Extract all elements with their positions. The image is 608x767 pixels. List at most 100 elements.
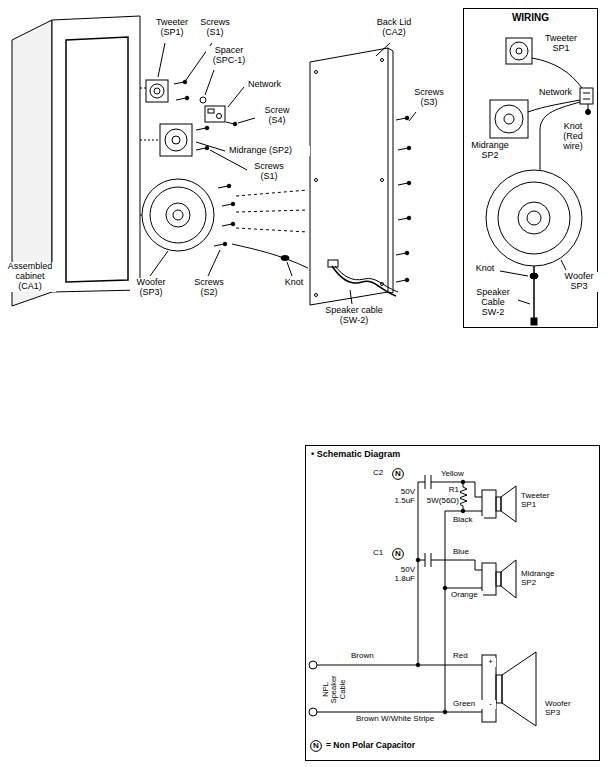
screw — [398, 148, 408, 150]
part-label: Knot — [280, 278, 308, 288]
midrange-dome — [504, 114, 514, 124]
part-label: Screw (S4) — [258, 106, 296, 126]
screw-head — [405, 251, 409, 255]
terminal-block — [482, 563, 496, 595]
explode-line — [236, 210, 308, 212]
terminal-block — [482, 490, 496, 518]
screw — [196, 128, 206, 130]
leader-line — [561, 260, 566, 270]
screw-head — [227, 184, 231, 188]
woofer-cone — [166, 203, 190, 227]
network-board — [580, 88, 593, 104]
leader-line — [500, 271, 528, 276]
screw — [396, 280, 406, 282]
back-lid-edge — [388, 48, 393, 293]
mark-circle — [393, 549, 404, 560]
screw — [214, 244, 224, 246]
positive-bus — [418, 482, 419, 665]
explode-line — [140, 88, 146, 89]
speaker-cable — [332, 266, 396, 296]
screw-head — [183, 80, 187, 84]
mark-letter: N — [313, 742, 319, 750]
part-label: Network — [538, 88, 578, 98]
spacer — [200, 97, 206, 103]
leader-line — [376, 43, 390, 56]
woofer — [142, 179, 214, 251]
screw-head — [407, 146, 411, 150]
screw-head — [405, 116, 409, 120]
wire-color-label: Orange — [450, 591, 483, 600]
screw-head — [407, 181, 411, 185]
part-label: Speaker Cable SW-2 — [472, 288, 514, 318]
component-name: C1 — [372, 549, 390, 558]
non-polar-mark: N — [392, 548, 404, 560]
screw-head — [407, 216, 411, 220]
component-value: 50V 1.5uF — [382, 488, 416, 506]
junction-dot — [416, 663, 420, 667]
screw-hole — [381, 59, 384, 62]
screw — [218, 186, 228, 188]
screw — [174, 82, 184, 84]
screw — [196, 148, 206, 150]
part-label: Woofer (SP3) — [130, 278, 172, 298]
midrange — [160, 124, 192, 156]
leader-line — [228, 87, 244, 107]
tweeter-dome — [516, 48, 522, 54]
leader-line — [158, 43, 165, 77]
knot-wire — [232, 244, 308, 268]
exploded-view — [12, 16, 416, 306]
network-part — [583, 99, 590, 100]
screw-hole — [315, 294, 318, 297]
cable-terminal — [309, 661, 317, 669]
knot — [586, 110, 591, 115]
leader-line — [150, 251, 168, 276]
part-label: Knot (Red wire) — [552, 122, 594, 152]
wire — [445, 588, 482, 589]
part-label: Midrange SP2 — [466, 141, 514, 161]
schematic-wires — [309, 475, 536, 726]
part-label: Tweeter SP1 — [520, 492, 558, 510]
terminal-block — [482, 655, 496, 722]
woofer-cone — [498, 182, 570, 254]
tweeter — [146, 80, 168, 102]
component-value: 50V 1.8uF — [382, 566, 416, 584]
part-label: Woofer SP3 — [560, 272, 598, 292]
junction-dot — [461, 509, 465, 513]
tweeter — [506, 38, 532, 64]
wire-color-label: Blue — [452, 548, 482, 557]
wire — [532, 58, 582, 88]
part-label: Screws (S1) — [196, 18, 234, 38]
leader-line — [287, 262, 292, 276]
speaker-symbol — [502, 652, 536, 726]
tweeter-dome — [154, 88, 160, 94]
screw-head — [231, 202, 235, 206]
screw — [176, 98, 186, 100]
wire-color-label: Brown W/White Stripe — [355, 715, 457, 724]
screw-head — [185, 96, 189, 100]
back-lid — [310, 48, 388, 305]
cable-label: NPL Speaker Cable — [322, 671, 347, 707]
leader-line — [518, 300, 530, 304]
screw-hole — [315, 179, 318, 182]
panel-heading: • Schematic Diagram — [306, 446, 599, 461]
wire-color-label: Green — [452, 700, 483, 709]
leader-line — [238, 118, 255, 123]
screw — [222, 224, 232, 226]
screw — [396, 118, 406, 120]
part-label: Midrange SP2 — [520, 570, 562, 588]
leader-line — [350, 290, 352, 304]
part-label: Tweeter SP1 — [540, 34, 582, 54]
woofer — [486, 170, 582, 266]
mark-letter: N — [395, 470, 401, 478]
part-label: Assembled cabinet (CA1) — [4, 262, 56, 292]
part-label: Screws (S3) — [410, 88, 448, 108]
leader-lines — [150, 43, 416, 304]
midrange-cone — [165, 129, 187, 151]
explode-line — [140, 140, 160, 141]
non-polar-mark: N — [310, 740, 322, 752]
network-board — [205, 106, 225, 122]
mark-circle — [311, 741, 322, 752]
screw — [222, 204, 232, 206]
leader-line — [205, 70, 214, 95]
